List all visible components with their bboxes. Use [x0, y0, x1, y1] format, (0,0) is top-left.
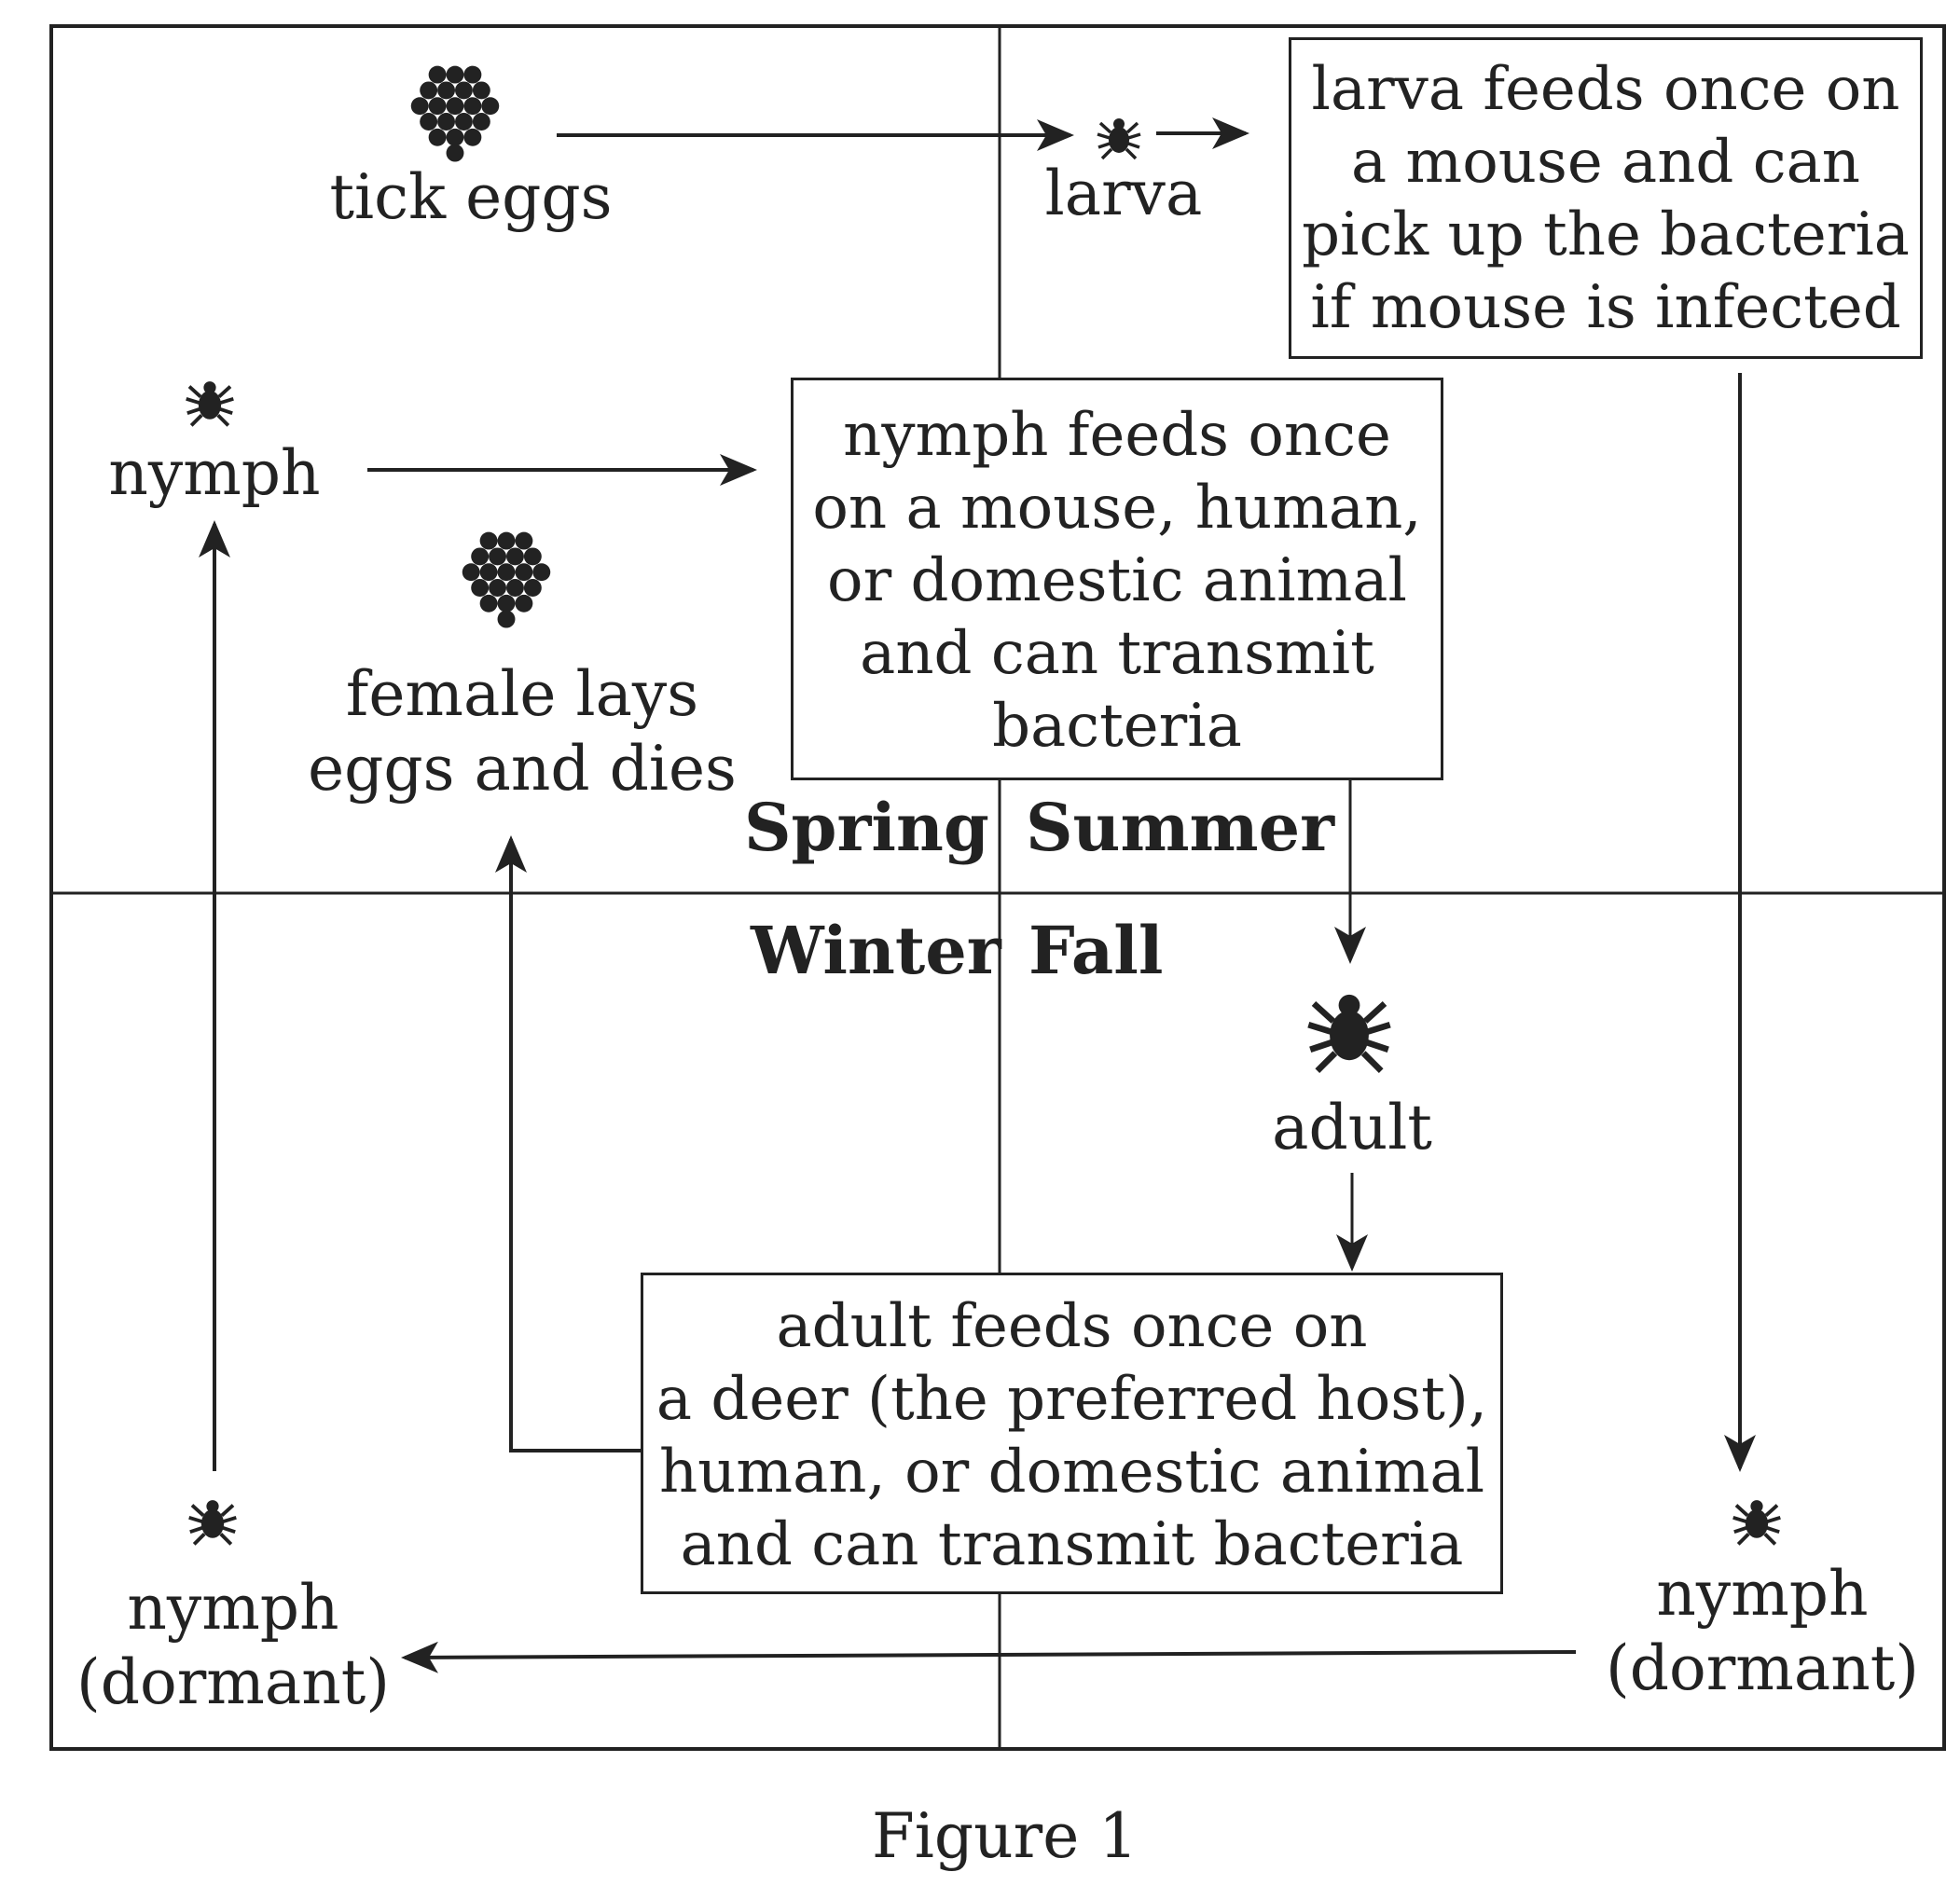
- adult-box-line-2: a deer (the preferred host),: [656, 1365, 1488, 1434]
- nymph-dormant-right-line-1: nymph: [1656, 1558, 1869, 1630]
- arrow-adult-box-to-female: [495, 835, 641, 1452]
- larva-box-line-4: if mouse is infected: [1310, 273, 1901, 342]
- adult-feeding-box: adult feeds once on a deer (the preferre…: [641, 1273, 1503, 1594]
- nymph-dormant-right-line-2: (dormant): [1606, 1632, 1919, 1704]
- season-spring: Spring: [744, 789, 989, 866]
- nymph-box-line-2: on a mouse, human,: [812, 474, 1422, 543]
- larva-box-line-3: pick up the bacteria: [1302, 200, 1910, 269]
- nymph-box-line-3: or domestic animal: [827, 546, 1407, 615]
- arrow-right-to-left-dormant: [401, 1641, 1577, 1673]
- larva-label: larva: [1044, 158, 1203, 229]
- tick-eggs-icon: [410, 65, 500, 162]
- female-lays-label: female lays eggs and dies: [308, 657, 737, 806]
- season-summer: Summer: [1026, 789, 1334, 866]
- nymph-dormant-left-icon: [186, 1498, 239, 1547]
- nymph-dormant-left-label: nymph (dormant): [65, 1571, 401, 1720]
- adult-box-line-4: and can transmit bacteria: [680, 1510, 1464, 1579]
- larva-feeding-box: larva feeds once on a mouse and can pick…: [1289, 37, 1923, 359]
- larva-box-line-2: a mouse and can: [1351, 128, 1860, 197]
- larva-box-line-1: larva feeds once on: [1311, 55, 1900, 124]
- tick-eggs-label: tick eggs: [329, 161, 613, 233]
- nymph-dormant-left-line-1: nymph: [127, 1572, 339, 1644]
- nymph-tick-icon: [184, 379, 236, 428]
- nymph-label: nymph: [108, 437, 321, 509]
- adult-tick-icon: [1308, 995, 1389, 1071]
- nymph-dormant-right-icon: [1731, 1498, 1783, 1547]
- season-fall: Fall: [1028, 912, 1164, 989]
- nymph-box-line-4: and can transmit: [860, 619, 1374, 688]
- female-lays-line-2: eggs and dies: [308, 733, 737, 805]
- nymph-box-line-1: nymph feeds once: [843, 401, 1391, 470]
- outer-frame: [49, 24, 1946, 1751]
- adult-box-line-3: human, or domestic animal: [658, 1438, 1485, 1507]
- nymph-dormant-left-line-2: (dormant): [76, 1646, 390, 1718]
- nymph-dormant-right-label: nymph (dormant): [1594, 1557, 1930, 1706]
- larva-tick-icon: [1096, 117, 1142, 160]
- figure-caption: Figure 1: [872, 1800, 1139, 1872]
- nymph-feeding-box: nymph feeds once on a mouse, human, or d…: [791, 378, 1443, 780]
- nymph-box-line-5: bacteria: [992, 692, 1242, 761]
- season-winter: Winter: [751, 912, 1001, 989]
- adult-label: adult: [1272, 1092, 1432, 1163]
- female-lays-line-1: female lays: [345, 658, 699, 730]
- female-eggs-icon: [462, 531, 551, 628]
- adult-box-line-1: adult feeds once on: [776, 1292, 1368, 1361]
